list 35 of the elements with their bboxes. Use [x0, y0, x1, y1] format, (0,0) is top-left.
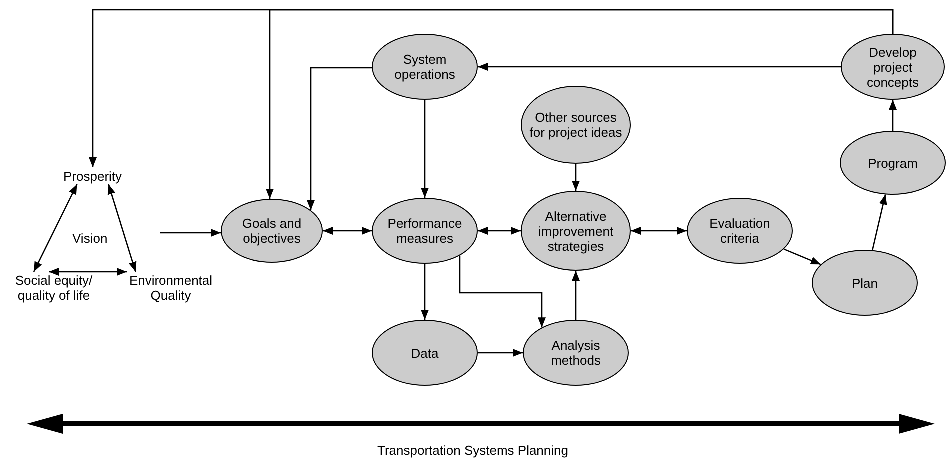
node-label: Other sources for project ideas [528, 110, 624, 140]
arrow [323, 227, 372, 235]
arrow [478, 63, 841, 71]
node-label: System operations [394, 52, 456, 82]
node-label: Plan [852, 276, 878, 290]
node-label: Analysis methods [550, 338, 602, 368]
arrow [631, 227, 687, 235]
arrow [33, 184, 78, 272]
arrow [160, 229, 222, 237]
axis-label: Transportation Systems Planning [378, 443, 568, 458]
node-label: Performance measures [386, 216, 464, 246]
arrow [872, 194, 888, 250]
arrow [421, 100, 429, 198]
node-label: Goals and objectives [241, 216, 303, 246]
node-label: Vision [70, 230, 110, 246]
node-label: Environmental Quality [116, 272, 226, 304]
arrow [421, 264, 429, 320]
arrow [478, 349, 523, 357]
node-label: Alternative improvement strategies [537, 208, 615, 254]
node-label: Prosperity [62, 168, 124, 184]
node-label: Develop project concepts [866, 44, 920, 90]
arrow [572, 271, 580, 320]
arrow [108, 184, 137, 272]
arrow [784, 248, 822, 266]
arrow [459, 256, 546, 328]
node-label: Program [868, 156, 918, 170]
node-label: Evaluation criteria [708, 216, 772, 246]
node-label: Social equity/ quality of life [4, 272, 104, 304]
arrow [49, 268, 127, 276]
arrow [307, 67, 372, 210]
arrow [572, 164, 580, 191]
node-label: Data [411, 346, 439, 360]
arrow [266, 9, 894, 200]
arrow [889, 100, 897, 131]
arrow [478, 227, 521, 235]
